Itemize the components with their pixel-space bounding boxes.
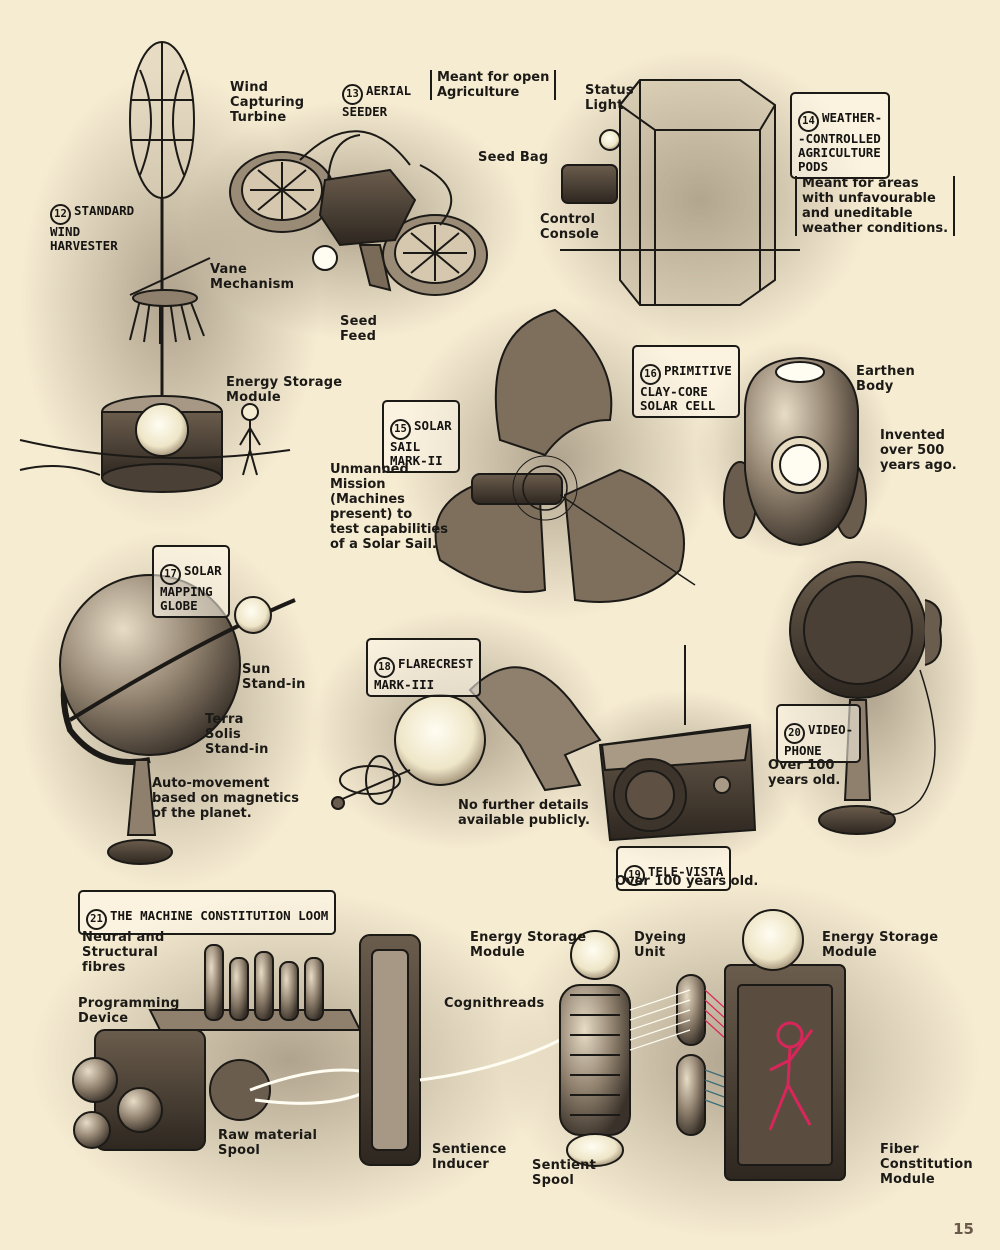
item-number: 14 [798, 111, 819, 132]
fiber-constitution-label: Fiber Constitution Module [880, 1142, 973, 1187]
item-number: 21 [86, 909, 107, 930]
seed-feed-label: Seed Feed [340, 314, 378, 344]
item-number: 17 [160, 564, 181, 585]
human-figure [239, 403, 261, 476]
tele-vista-note: Over 100 years old. [615, 874, 759, 889]
wind-energy-storage-label: Energy Storage Module [226, 375, 343, 405]
item-number: 15 [390, 419, 411, 440]
sentience-inducer-label: Sentience Inducer [432, 1142, 507, 1172]
flarecrest-drawing [331, 666, 602, 810]
seed-bag-label: Seed Bag [478, 150, 549, 165]
solar-sail-note: Unmanned Mission (Machines present) to t… [330, 462, 448, 552]
videophone-note: Over 100 years old. [768, 758, 841, 788]
videophone-drawing [789, 561, 942, 835]
terra-solis-label: Terra Solis Stand-in [205, 712, 269, 757]
item-number: 18 [374, 657, 395, 678]
sun-stand-in-label: Sun Stand-in [242, 662, 306, 692]
weather-pods-drawing [560, 79, 800, 306]
item-number: 19 [624, 865, 645, 886]
earthen-body-label: Earthen Body [856, 364, 916, 394]
item-number: 20 [784, 723, 805, 744]
sentient-spool-label: Sentient Spool [532, 1158, 596, 1188]
vane-brush [129, 289, 205, 344]
solar-globe-drawing [59, 574, 296, 865]
flarecrest-note: No further details available publicly. [458, 798, 590, 828]
fibre-rollers [204, 944, 324, 1021]
control-console-label: Control Console [540, 212, 600, 242]
vane-mechanism-label: Vane Mechanism [210, 262, 295, 292]
loom-drawing [72, 909, 846, 1181]
aerial-seeder-note: Meant for open Agriculture [430, 70, 557, 100]
tele-vista-drawing [598, 645, 757, 842]
aerial-seeder-drawing [229, 130, 488, 296]
status-light-label: Status Light [585, 83, 634, 113]
wind-harvester-drawing [19, 41, 291, 493]
raw-material-spool-label: Raw material Spool [218, 1128, 318, 1158]
solar-globe-note: Auto-movement based on magnetics of the … [152, 776, 299, 821]
item-number: 16 [640, 364, 661, 385]
cognithreads-label: Cognithreads [444, 996, 545, 1011]
loom-energy-storage-label-2: Energy Storage Module [822, 930, 939, 960]
item-number: 13 [342, 84, 363, 105]
clay-cell-note: Invented over 500 years ago. [880, 428, 957, 473]
programming-device-label: Programming Device [78, 996, 180, 1026]
solar-sail-drawing [434, 308, 696, 603]
item-number: 12 [50, 204, 71, 225]
clay-solar-cell-drawing [723, 356, 867, 547]
page-number: 15 [953, 1220, 974, 1238]
weather-pods-note: Meant for areas with unfavourable and un… [795, 176, 956, 236]
wind-turbine-label: Wind Capturing Turbine [230, 80, 305, 125]
loom-energy-storage-label-1: Energy Storage Module [470, 930, 587, 960]
dyeing-unit-label: Dyeing Unit [634, 930, 687, 960]
neural-fibres-label: Neural and Structural fibres [82, 930, 165, 975]
